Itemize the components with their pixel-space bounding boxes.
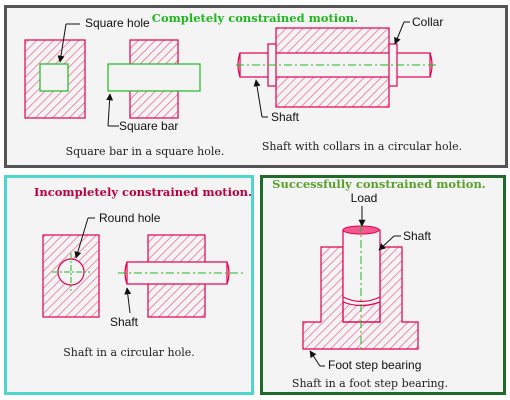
leader-shaft-right-arrow <box>378 235 395 251</box>
label-collar: Collar <box>412 15 443 29</box>
caption-shaft-circular-hole: Shaft in a circular hole. <box>63 346 195 359</box>
square-hole <box>39 63 69 92</box>
label-shaft-top: Shaft <box>271 110 300 124</box>
caption-shaft-collars: Shaft with collars in a circular hole. <box>262 140 462 153</box>
label-square-hole: Square hole <box>85 16 150 30</box>
square-bar-assembly <box>107 39 201 119</box>
shaft-with-collars <box>236 27 436 108</box>
leader-square-hole-arrow <box>57 23 67 63</box>
leader-collar-arrow <box>394 21 405 45</box>
caption-foot-step-bearing: Shaft in a foot step bearing. <box>292 377 448 390</box>
shaft-right <box>342 229 381 303</box>
square-hole-block <box>24 39 86 119</box>
shaft-in-circular-hole <box>118 234 244 318</box>
leader-shaft-left-arrow <box>124 287 132 314</box>
leader-round-hole-arrow <box>74 217 89 259</box>
left-title: Incompletely constrained motion. <box>34 185 252 199</box>
label-square-bar: Square bar <box>119 119 178 133</box>
leader-bearing-arrow <box>309 350 321 367</box>
caption-square-bar: Square bar in a square hole. <box>66 145 225 158</box>
label-shaft-left: Shaft <box>110 315 139 329</box>
label-shaft-right: Shaft <box>403 229 432 243</box>
label-foot-step-bearing: Foot step bearing <box>328 358 421 372</box>
leader-shaft-top-arrow <box>253 79 263 118</box>
square-bar <box>107 63 201 92</box>
top-title: Completely constrained motion. <box>152 11 358 25</box>
label-round-hole: Round hole <box>99 211 161 225</box>
leader-square-bar-arrow <box>106 93 114 127</box>
round-hole-block <box>42 234 100 318</box>
label-load: Load <box>351 191 378 205</box>
right-title: Successfully constrained motion. <box>272 177 486 191</box>
foot-step-bearing <box>302 224 419 352</box>
